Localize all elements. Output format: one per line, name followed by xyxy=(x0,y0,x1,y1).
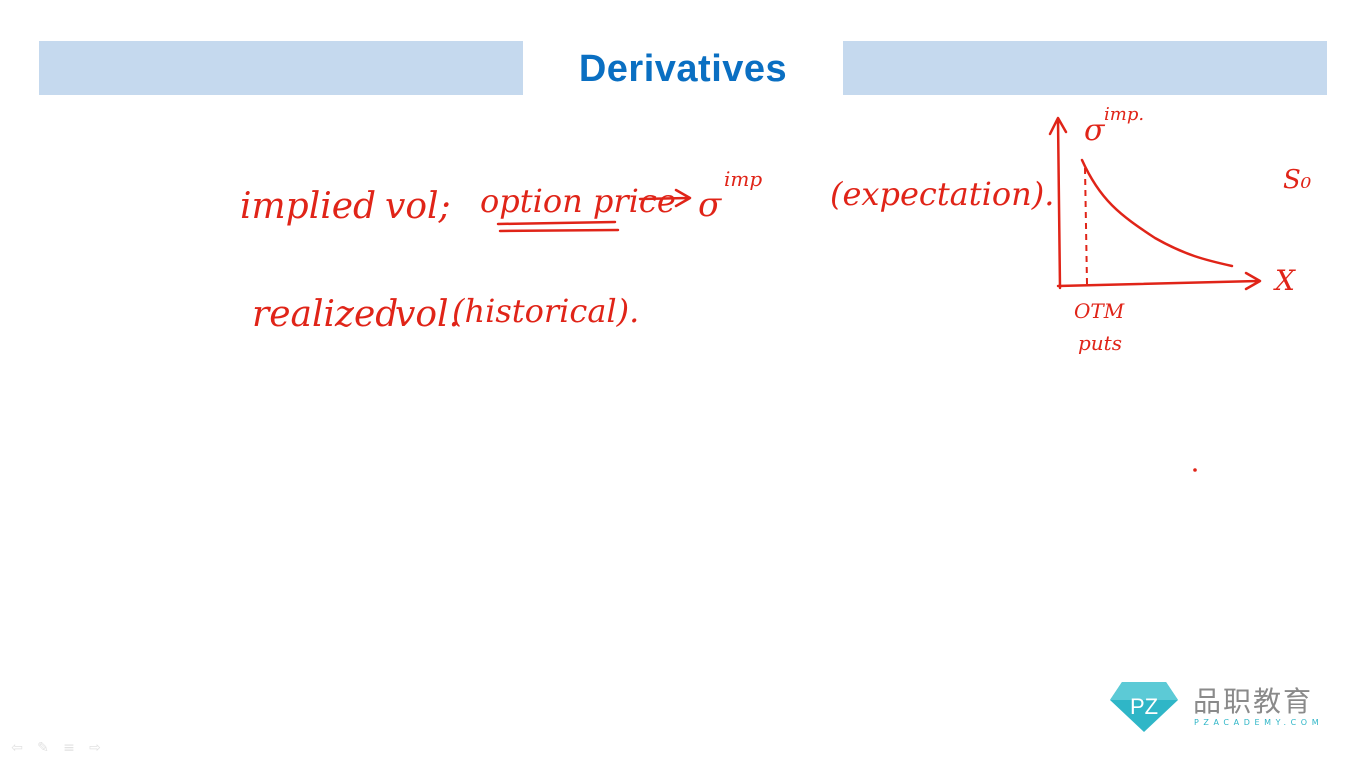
logo-chinese: 品职教育 xyxy=(1193,685,1314,718)
graph-otm: OTM xyxy=(1074,299,1125,323)
graph-dashed-line xyxy=(1084,167,1088,285)
graph-x-label: X xyxy=(1273,264,1296,297)
arrow-left-icon[interactable]: ⇦ xyxy=(11,740,23,756)
ink-implied: implied xyxy=(240,186,376,227)
ink-historical: (historical). xyxy=(452,292,639,330)
graph-x-axis xyxy=(1056,271,1262,291)
ink-vol: vol; xyxy=(385,186,451,227)
pen-icon[interactable]: ✎ xyxy=(37,740,49,756)
menu-icon[interactable]: ≡ xyxy=(63,740,75,756)
slideshow-toolbar: ⇦ ✎ ≡ ⇨ xyxy=(8,740,104,756)
graph-s0: S₀ xyxy=(1283,165,1312,195)
graph-y-sup: imp. xyxy=(1104,104,1144,125)
ink-sigma: σ xyxy=(698,185,722,225)
ink-sigma-sup: imp xyxy=(724,167,762,191)
ink-vol-2: vol. xyxy=(395,294,460,335)
ink-underline xyxy=(496,220,620,233)
graph-y-label: σ xyxy=(1084,113,1106,148)
ink-realized: realized xyxy=(252,294,398,335)
arrow-right-icon[interactable]: ⇨ xyxy=(89,740,101,756)
ink-option-price: option price xyxy=(480,182,676,220)
title-bar-right xyxy=(843,41,1327,95)
ink-expectation: (expectation). xyxy=(830,175,1054,213)
ink-dot xyxy=(1193,468,1197,472)
graph-curve xyxy=(1080,158,1234,268)
logo-english: PZACADEMY.COM xyxy=(1194,718,1324,727)
graph-y-axis xyxy=(1048,116,1068,290)
ink-arrow xyxy=(638,188,692,208)
logo-diamond-icon: PZ xyxy=(1110,682,1178,732)
logo-mark-text: PZ xyxy=(1130,694,1158,719)
pz-academy-logo: PZ 品职教育 PZACADEMY.COM xyxy=(1108,678,1328,734)
graph-puts: puts xyxy=(1078,331,1122,355)
title-bar-left xyxy=(39,41,523,95)
slide-title: Derivatives xyxy=(578,48,788,90)
